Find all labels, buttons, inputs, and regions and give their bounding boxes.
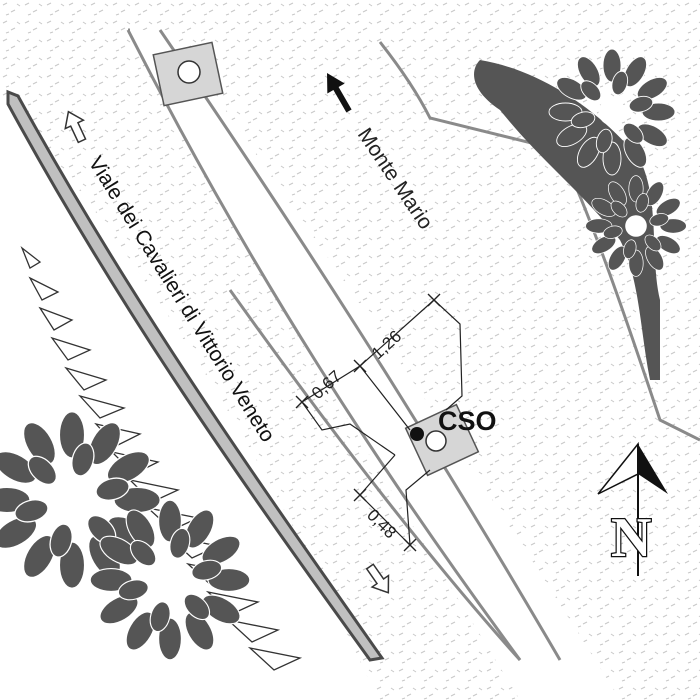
outline-arrow-up-icon [64, 110, 87, 144]
road-edge-inner [228, 289, 522, 662]
tree-top-right [474, 48, 687, 380]
dimension-ticks [295, 293, 441, 552]
outline-arrow-down-icon [365, 563, 390, 594]
manhole-plate-upper [152, 41, 224, 107]
retaining-wall [6, 89, 385, 662]
black-arrow-icon [327, 72, 352, 113]
station-label: CSO [438, 406, 497, 436]
roadway-lane-east [128, 30, 620, 700]
north-arrow-icon [597, 441, 668, 576]
station-point [410, 427, 424, 441]
manhole-plate-station [404, 403, 480, 477]
north-label: N [611, 507, 651, 569]
